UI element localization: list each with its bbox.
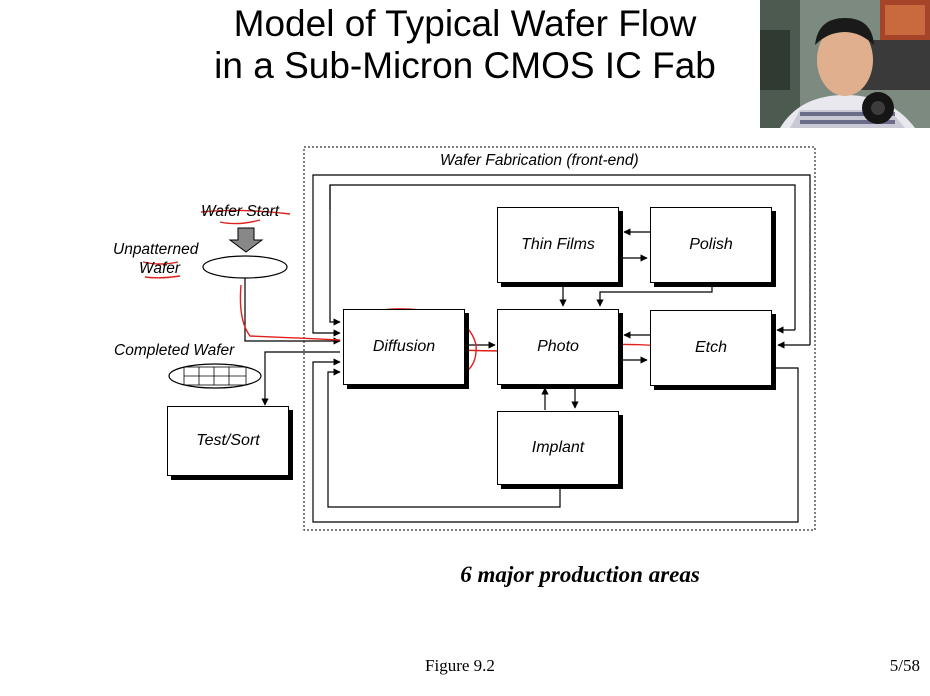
- page-number: 5/58: [889, 656, 920, 675]
- wafer-start-label: Wafer Start: [201, 203, 280, 220]
- subtitle: 6 major production areas: [460, 562, 700, 587]
- top-loop-line-inner: [312, 174, 811, 345]
- polish-box: Polish: [650, 207, 772, 283]
- loop-to-diffusion: [329, 185, 341, 326]
- diffusion-to-testsort: [261, 351, 340, 406]
- photo-box: Photo: [497, 309, 619, 385]
- thin-films-box: Thin Films: [497, 207, 619, 283]
- title-line-2: in a Sub-Micron CMOS IC Fab: [214, 45, 716, 86]
- figure-label: Figure 9.2: [425, 656, 495, 675]
- wafer-to-diffusion: [244, 278, 341, 345]
- unpatterned-label-line1: Unpatterned: [113, 241, 199, 258]
- unpatterned-label-line2: Wafer: [139, 260, 181, 277]
- etch-box: Etch: [650, 310, 772, 386]
- polish-to-photo: [596, 283, 713, 307]
- completed-wafer-icon: [168, 363, 262, 389]
- bottom-loop-outer: [312, 358, 799, 523]
- title-line-1: Model of Typical Wafer Flow: [233, 3, 697, 44]
- presenter-webcam: [760, 0, 930, 128]
- diffusion-box: Diffusion: [343, 309, 465, 385]
- wafer-start-arrow: [228, 227, 264, 253]
- bottom-loop-inner: [327, 368, 561, 508]
- completed-wafer-label: Completed Wafer: [114, 342, 235, 359]
- implant-box: Implant: [497, 411, 619, 485]
- front-end-region-label: Wafer Fabrication (front-end): [440, 152, 639, 169]
- unpatterned-wafer-icon: [202, 255, 288, 279]
- test-sort-box: Test/Sort: [167, 406, 289, 476]
- presenter-image: [760, 0, 930, 128]
- slide-title: Model of Typical Wafer Flow in a Sub-Mic…: [150, 3, 780, 87]
